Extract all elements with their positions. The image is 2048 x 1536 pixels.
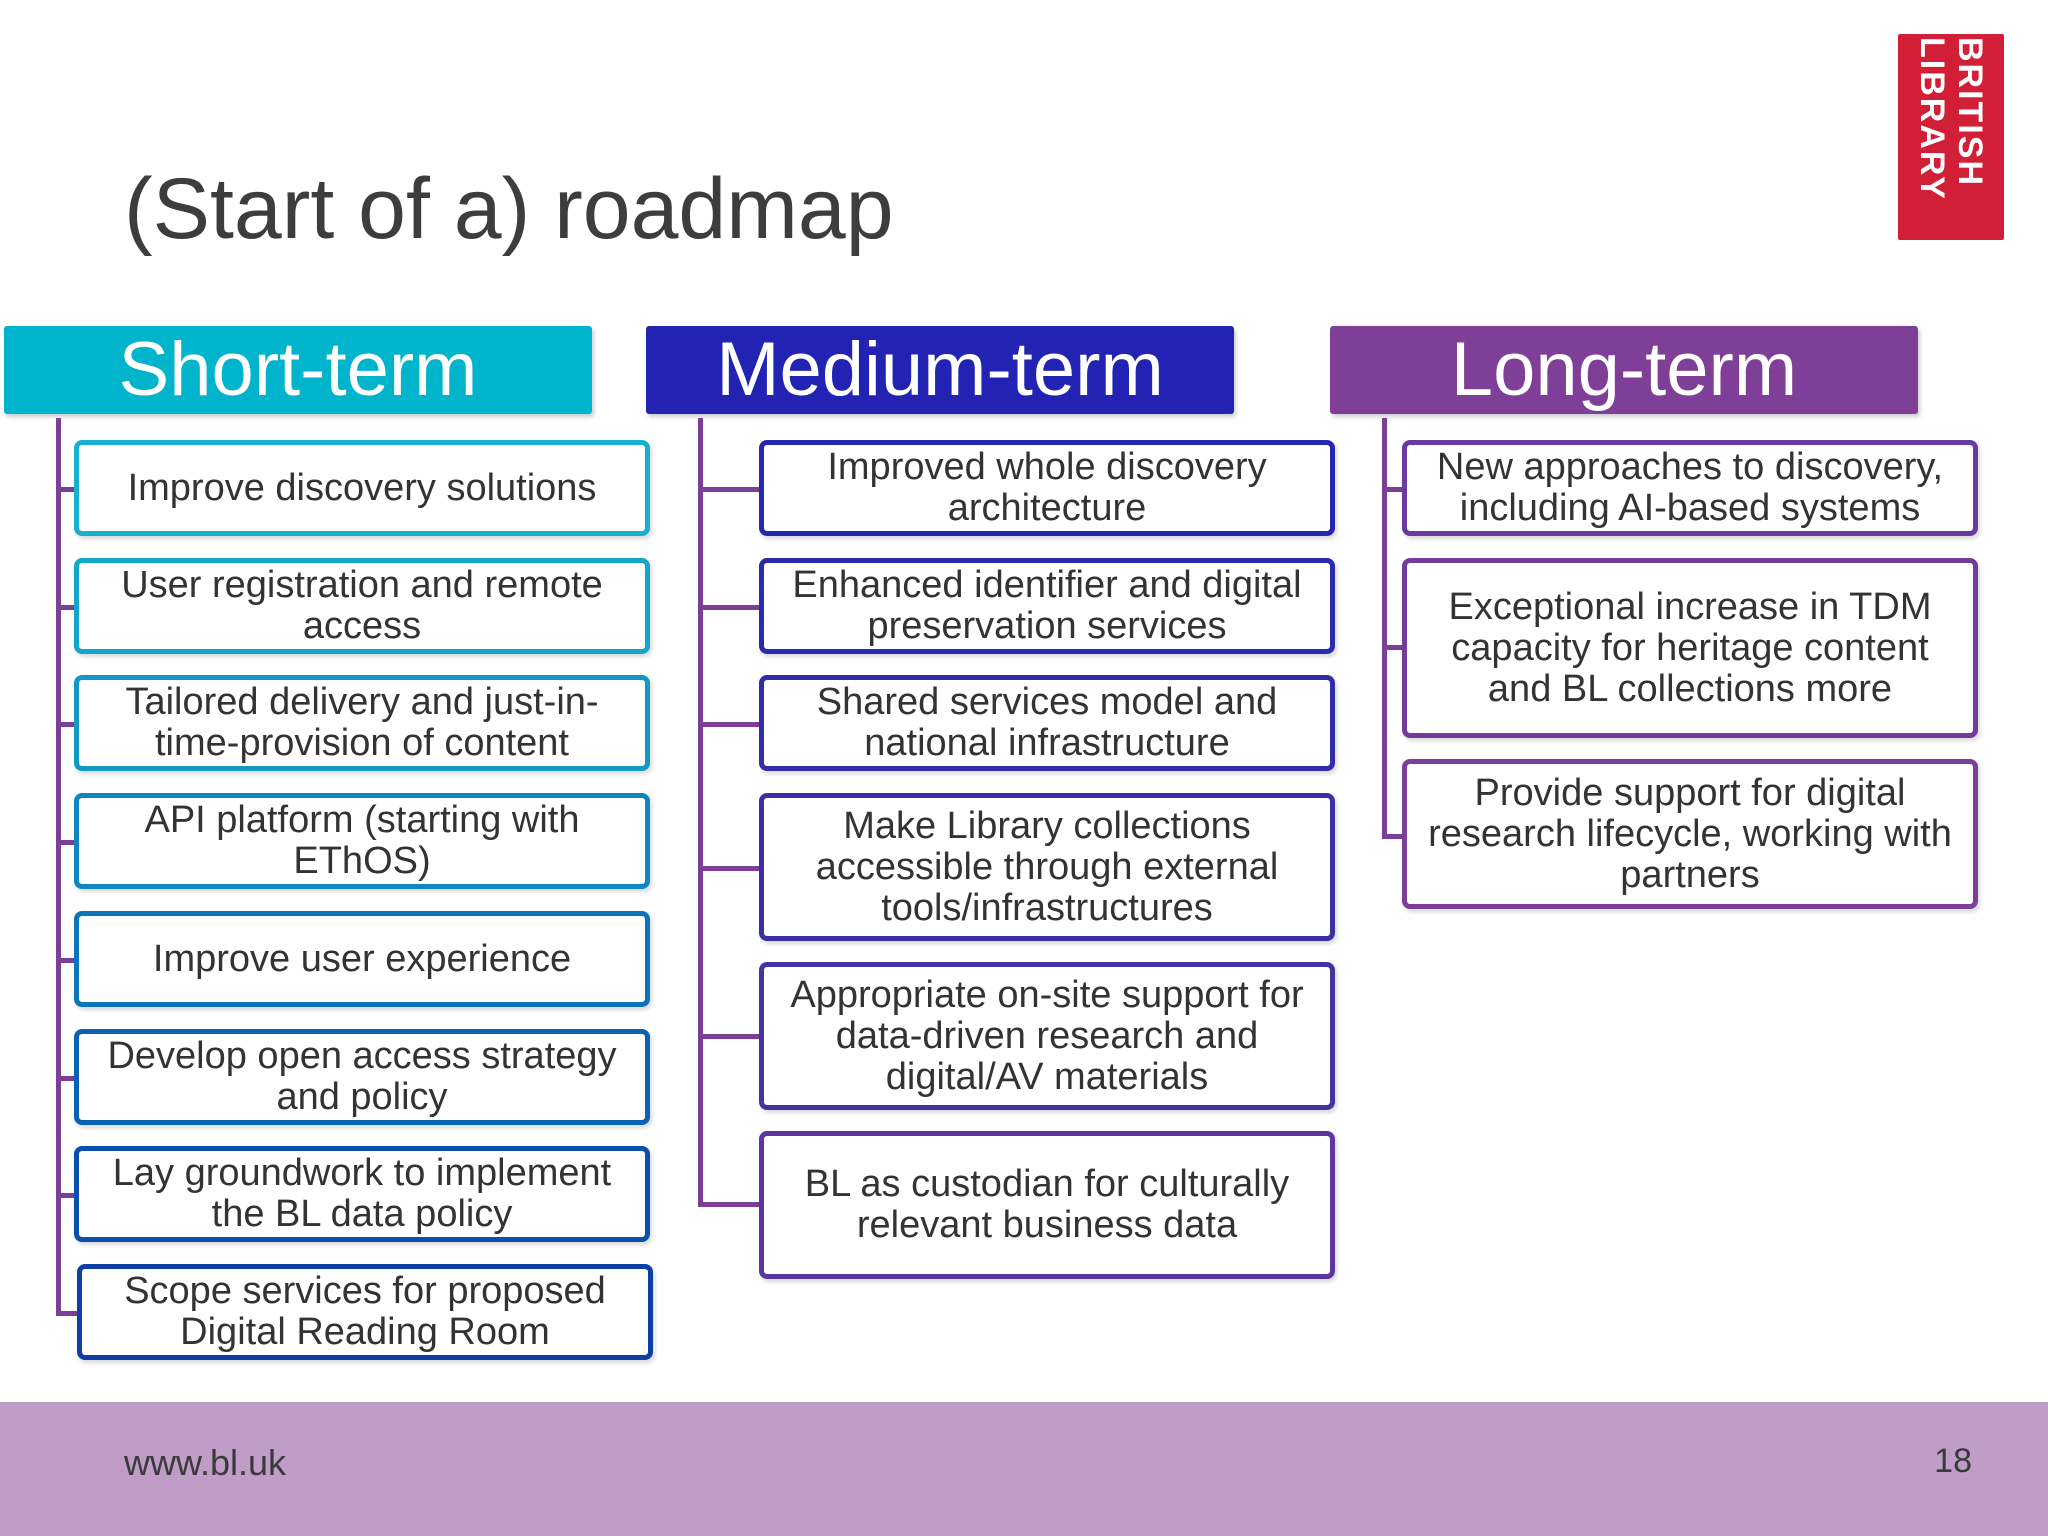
connector-tick bbox=[1382, 487, 1406, 492]
connector-tick bbox=[56, 1311, 80, 1316]
roadmap-item-medium-6: BL as custodian for culturally relevant … bbox=[759, 1131, 1335, 1279]
roadmap-item-short-5: Improve user experience bbox=[74, 911, 650, 1007]
page-number: 18 bbox=[1934, 1442, 1972, 1480]
header-long-term: Long-term bbox=[1330, 326, 1918, 414]
roadmap-item-short-6: Develop open access strategy and policy bbox=[74, 1029, 650, 1125]
roadmap-item-medium-3: Shared services model and national infra… bbox=[759, 675, 1335, 771]
roadmap-item-short-7: Lay groundwork to implement the BL data … bbox=[74, 1146, 650, 1242]
roadmap-item-short-4: API platform (starting with EThOS) bbox=[74, 793, 650, 889]
connector-tick bbox=[698, 1202, 762, 1207]
logo-text: BRITISH LIBRARY bbox=[1913, 37, 1989, 237]
connector-spine-medium-term bbox=[698, 418, 703, 1206]
header-short-term: Short-term bbox=[4, 326, 592, 414]
footer-url: www.bl.uk bbox=[124, 1442, 287, 1483]
roadmap-item-medium-1: Improved whole discovery architecture bbox=[759, 440, 1335, 536]
roadmap-item-medium-2: Enhanced identifier and digital preserva… bbox=[759, 558, 1335, 654]
roadmap-item-long-3: Provide support for digital research lif… bbox=[1402, 759, 1978, 909]
connector-tick bbox=[698, 722, 762, 727]
connector-tick bbox=[56, 1193, 78, 1198]
connector-tick bbox=[56, 605, 78, 610]
british-library-logo: BRITISH LIBRARY bbox=[1898, 34, 2004, 240]
slide-title: (Start of a) roadmap bbox=[124, 161, 894, 257]
footer-bar: www.bl.uk 18 bbox=[0, 1402, 2048, 1536]
logo-line-library: LIBRARY bbox=[1913, 37, 1951, 201]
connector-tick bbox=[698, 487, 762, 492]
roadmap-item-long-2: Exceptional increase in TDM capacity for… bbox=[1402, 558, 1978, 738]
roadmap-item-short-1: Improve discovery solutions bbox=[74, 440, 650, 536]
connector-tick bbox=[698, 866, 762, 871]
connector-tick bbox=[56, 958, 78, 963]
logo-line-british: BRITISH bbox=[1951, 37, 1989, 187]
roadmap-item-short-8: Scope services for proposed Digital Read… bbox=[77, 1264, 653, 1360]
connector-tick bbox=[56, 840, 78, 845]
connector-tick bbox=[1382, 834, 1406, 839]
roadmap-item-medium-5: Appropriate on-site support for data-dri… bbox=[759, 962, 1335, 1110]
roadmap-item-medium-4: Make Library collections accessible thro… bbox=[759, 793, 1335, 941]
roadmap-item-long-1: New approaches to discovery, including A… bbox=[1402, 440, 1978, 536]
roadmap-item-short-3: Tailored delivery and just-in-time-provi… bbox=[74, 675, 650, 771]
connector-tick bbox=[56, 722, 78, 727]
connector-spine-long-term bbox=[1382, 418, 1387, 838]
connector-tick bbox=[698, 1034, 762, 1039]
connector-tick bbox=[1382, 645, 1406, 650]
connector-tick bbox=[698, 605, 762, 610]
connector-spine-short-term bbox=[56, 418, 61, 1314]
roadmap-item-short-2: User registration and remote access bbox=[74, 558, 650, 654]
header-medium-term: Medium-term bbox=[646, 326, 1234, 414]
connector-tick bbox=[56, 1076, 78, 1081]
connector-tick bbox=[56, 487, 78, 492]
